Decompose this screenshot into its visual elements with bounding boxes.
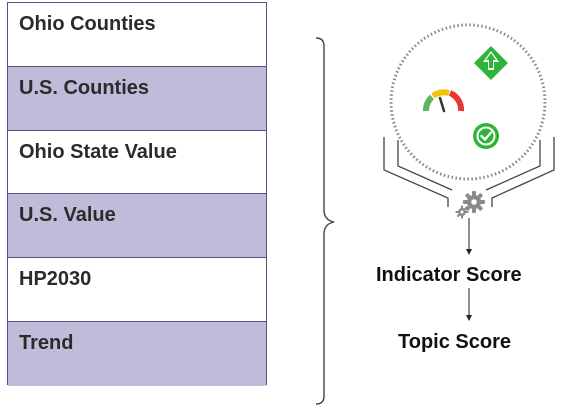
criteria-table: Ohio Counties U.S. Counties Ohio State V…: [7, 2, 267, 386]
table-row: Trend: [8, 321, 266, 386]
arrow-down-icon: [466, 288, 472, 321]
curly-brace: [315, 37, 335, 405]
gear-icon: [455, 191, 485, 219]
table-row: Ohio State Value: [8, 130, 266, 195]
funnel-icon: [383, 23, 555, 207]
table-row: U.S. Counties: [8, 66, 266, 131]
table-row: U.S. Value: [8, 194, 266, 259]
up-arrow-diamond-icon: [474, 46, 508, 80]
check-circle-icon: [473, 123, 499, 149]
indicator-score-label: Indicator Score: [376, 264, 522, 286]
arrow-down-icon: [466, 218, 472, 255]
table-row: HP2030: [8, 258, 266, 322]
topic-score-label: Topic Score: [398, 331, 511, 353]
gauge-icon: [423, 89, 465, 113]
table-row: Ohio Counties: [8, 3, 266, 67]
